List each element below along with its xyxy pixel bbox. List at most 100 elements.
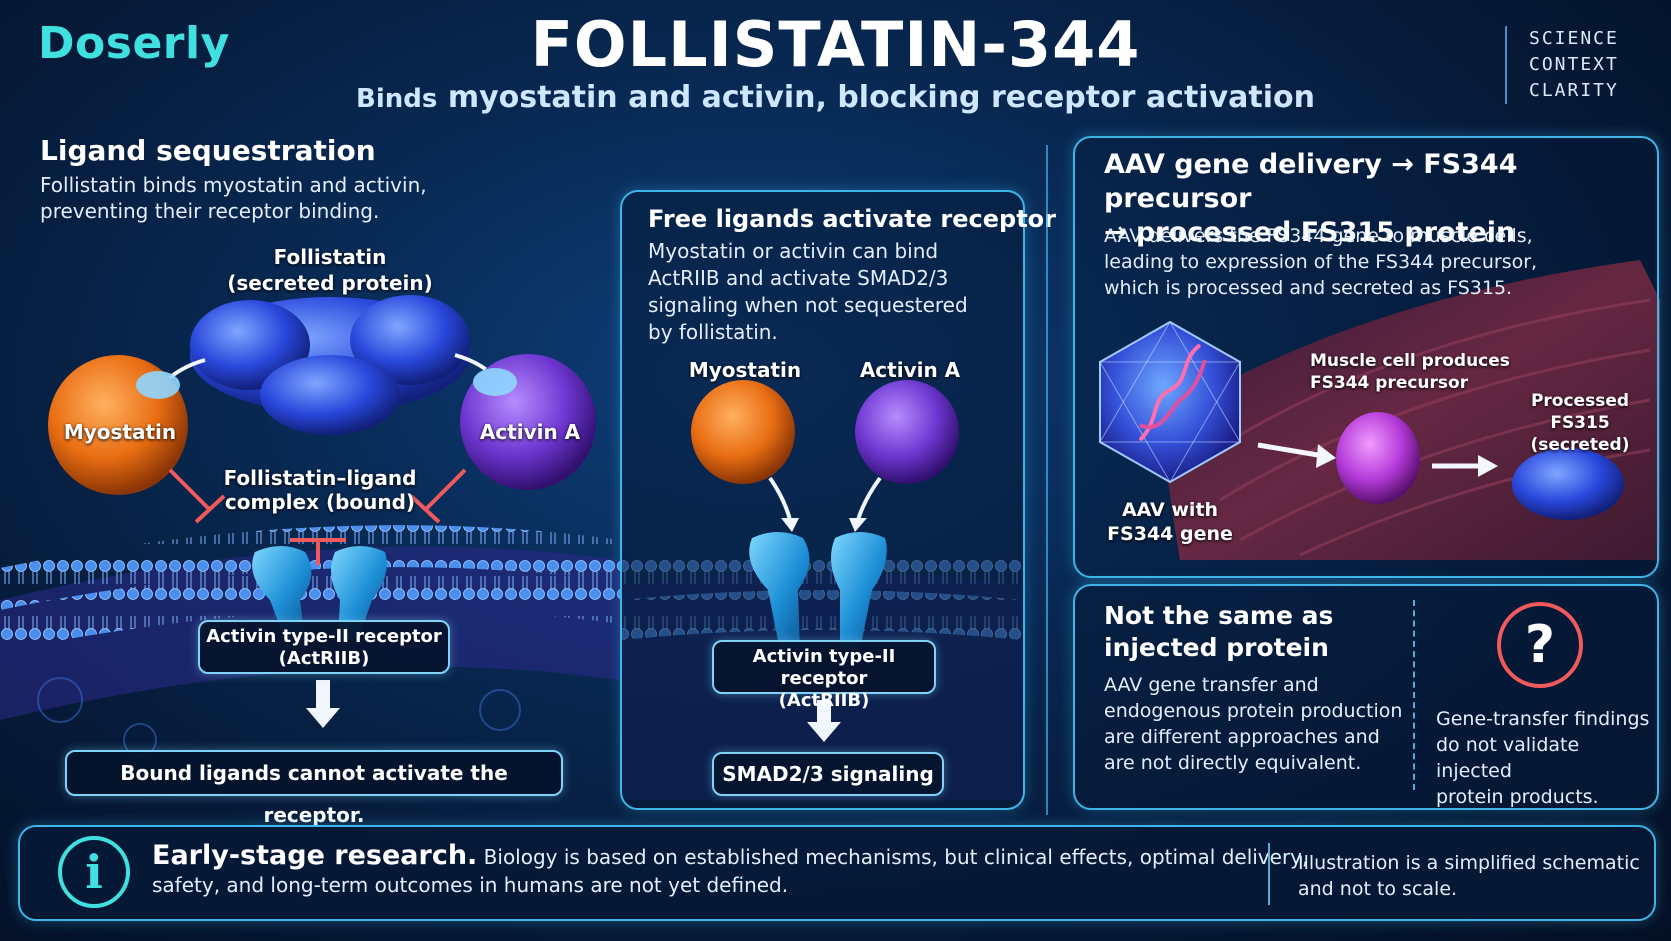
precursor-label: Muscle cell produces FS344 precursor	[1310, 350, 1510, 394]
heading-line: AAV gene delivery → FS344 precursor	[1104, 149, 1518, 214]
ligand-arrow	[768, 476, 792, 521]
label-line: FS344 precursor	[1310, 373, 1469, 393]
label-line: Activin type-II receptor	[206, 626, 442, 647]
label-line: FS315 (secreted)	[1530, 413, 1630, 455]
right-bottom-heading: Not the same as injected protein	[1104, 600, 1333, 664]
text-line: do not validate injected	[1436, 734, 1580, 782]
arrowhead	[1478, 455, 1498, 477]
tagline-line: CLARITY	[1529, 80, 1619, 101]
fs344-precursor-protein	[1336, 412, 1420, 504]
text-line: leading to expression of the FS344 precu…	[1104, 251, 1538, 273]
middle-heading: Free ligands activate receptor	[648, 205, 1056, 233]
text-line: Illustration is a simplified schematic	[1298, 852, 1640, 874]
down-arrow-head	[807, 722, 841, 742]
right-top-heading: AAV gene delivery → FS344 precursor → pr…	[1104, 148, 1671, 250]
activin-protein-left	[460, 354, 596, 490]
heading-line: → processed FS315 protein	[1104, 217, 1516, 248]
label-line: Follistatin–ligand	[223, 466, 417, 490]
text-line: are different approaches and	[1104, 726, 1380, 748]
section-divider	[1046, 145, 1048, 815]
myostatin-label-middle: Myostatin	[688, 358, 802, 382]
text-line: ActRIIB and activate SMAD2/3	[648, 266, 949, 290]
text-line: AAV delivers the FS344 gene to muscle ce…	[1104, 225, 1533, 247]
label-line: Muscle cell produces	[1310, 351, 1510, 371]
receptor-middle	[749, 532, 887, 650]
activin-protein-middle	[855, 380, 959, 484]
footer-line2: safety, and long-term outcomes in humans…	[152, 873, 789, 897]
label-line: Processed	[1530, 391, 1630, 411]
fs315-protein	[1512, 448, 1624, 520]
inhibition-marks	[168, 468, 467, 565]
tagline: SCIENCE CONTEXT CLARITY	[1505, 26, 1619, 104]
label-line: FS344 gene	[1107, 523, 1233, 545]
myostatin-label-left: Myostatin	[63, 420, 177, 444]
follistatin-protein	[190, 295, 470, 435]
panel-divider	[1413, 600, 1415, 790]
label-line: Follistatin	[273, 245, 387, 269]
label-line: (ActRIIB)	[778, 690, 870, 711]
activin-label-left: Activin A	[479, 420, 581, 444]
text-line: which is processed and secreted as FS315…	[1104, 277, 1513, 299]
down-arrow-head	[306, 708, 340, 728]
text-line: Follistatin binds myostatin and activin,	[40, 173, 427, 197]
text-line: signaling when not sequestered	[648, 293, 968, 317]
receptor-label-left: Activin type-II receptor (ActRIIB)	[198, 620, 450, 674]
left-heading: Ligand sequestration	[40, 134, 376, 167]
myostatin-protein-middle	[691, 380, 795, 484]
down-arrow-shaft	[316, 680, 330, 710]
activin-label-middle: Activin A	[859, 358, 961, 382]
footer-line1: Biology is based on established mechanis…	[483, 845, 1309, 869]
subtitle-rest: myostatin and activin, blocking receptor…	[447, 80, 1315, 115]
right-top-description: AAV delivers the FS344 gene to muscle ce…	[1104, 223, 1537, 301]
question-icon: ?	[1497, 602, 1583, 688]
heading-line: Not the same as	[1104, 601, 1334, 630]
dna-helix-icon	[1138, 343, 1207, 442]
right-bottom-side-text: Gene-transfer findings do not validate i…	[1436, 706, 1656, 810]
text-line: and not to scale.	[1298, 878, 1458, 900]
label-line: AAV with	[1121, 499, 1219, 521]
left-outcome: Bound ligands cannot activate the recept…	[65, 750, 563, 827]
complex-label: Follistatin–ligand complex (bound)	[210, 466, 430, 514]
page-title: FOLLISTATIN-344	[530, 8, 1141, 81]
subtitle-prefix: Binds	[356, 84, 438, 114]
label-line: (secreted protein)	[227, 271, 433, 295]
right-bottom-description: AAV gene transfer and endogenous protein…	[1104, 672, 1402, 776]
text-line: preventing their receptor binding.	[40, 199, 380, 223]
arrowhead	[1316, 444, 1336, 468]
footer-note: Illustration is a simplified schematic a…	[1298, 850, 1640, 902]
text-line: by follistatin.	[648, 320, 778, 344]
text-line: are not directly equivalent.	[1104, 752, 1362, 774]
process-arrow	[1257, 442, 1319, 458]
label-line: Activin type-II receptor	[752, 646, 896, 689]
text-line: AAV gene transfer and	[1104, 674, 1319, 696]
label-line: complex (bound)	[224, 490, 416, 514]
info-icon: i	[58, 836, 130, 908]
tagline-line: SCIENCE	[1529, 28, 1619, 49]
footer-banner	[18, 825, 1656, 921]
text-line: Gene-transfer findings	[1436, 708, 1650, 730]
text-line: Myostatin or activin can bind	[648, 239, 939, 263]
receptor-label-middle: Activin type-II receptor (ActRIIB)	[712, 640, 936, 711]
ligand-arrow	[856, 476, 882, 521]
processed-label: Processed FS315 (secreted)	[1500, 390, 1660, 456]
middle-description: Myostatin or activin can bind ActRIIB an…	[648, 238, 968, 346]
left-description: Follistatin binds myostatin and activin,…	[40, 172, 427, 224]
arrowhead	[849, 518, 867, 532]
text-line: protein products.	[1436, 786, 1599, 808]
heading-line: injected protein	[1104, 633, 1329, 662]
myostatin-protein-left	[48, 355, 188, 495]
down-arrow-shaft	[817, 700, 831, 724]
brand-logo: Doserly	[38, 18, 230, 69]
tagline-line: CONTEXT	[1529, 54, 1619, 75]
receptor-left	[252, 546, 387, 640]
aav-capsid	[1099, 320, 1241, 484]
page-subtitle: Binds myostatin and activin, blocking re…	[0, 80, 1671, 115]
label-line: (ActRIIB)	[278, 648, 370, 669]
follistatin-label: Follistatin (secreted protein)	[200, 244, 460, 296]
arrowhead	[781, 518, 799, 532]
footer-bold: Early-stage research.	[152, 840, 478, 871]
middle-outcome: SMAD2/3 signaling	[712, 752, 944, 796]
